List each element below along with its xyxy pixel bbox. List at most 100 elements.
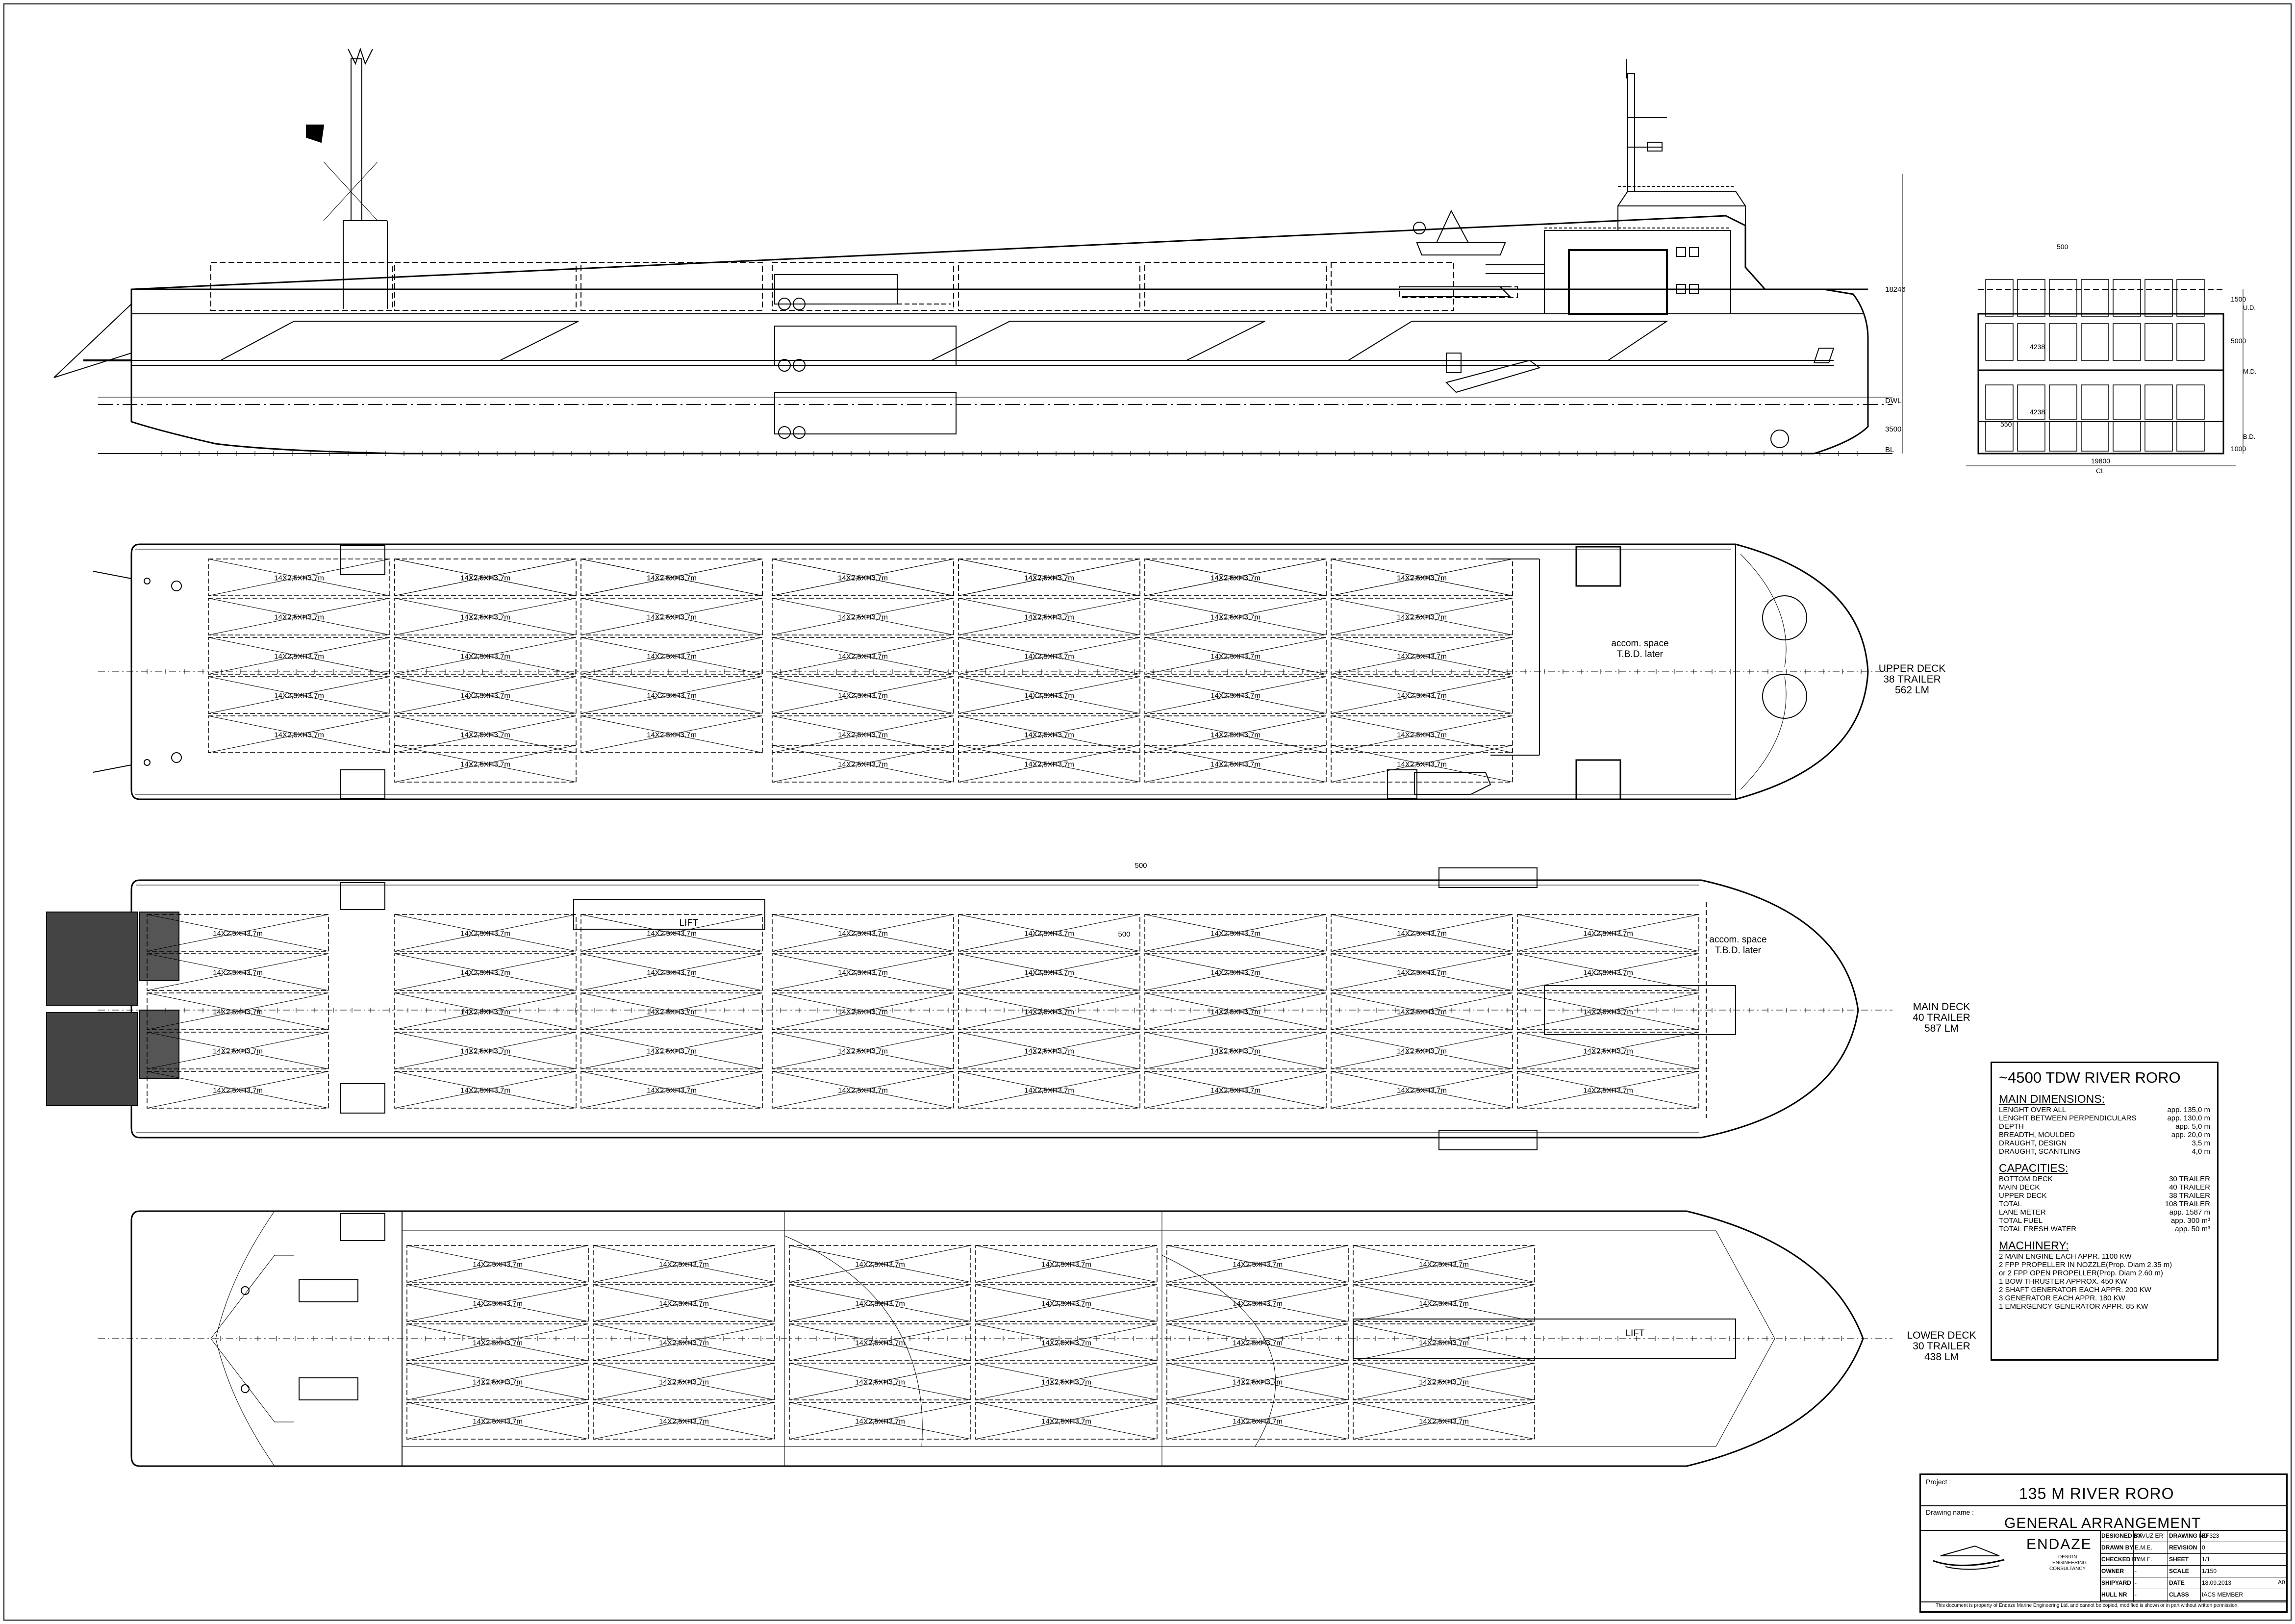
upper-deck-slot-label: 14X2,5XH3,7m	[647, 574, 697, 583]
main-deck-slot: 14X2,5XH3,7m	[772, 1032, 954, 1069]
upper-deck-slot: 14X2,5XH3,7m	[772, 715, 954, 753]
upper-deck-slot: 14X2,5XH3,7m	[394, 598, 577, 635]
lower-deck-slot: 14X2,5XH3,7m	[593, 1245, 775, 1283]
main-deck-slot-label: 14X2,5XH3,7m	[647, 1047, 697, 1056]
lower-deck-slot-label: 14X2,5XH3,7m	[659, 1378, 709, 1387]
title-block-cell: REVISION	[2169, 1544, 2197, 1551]
lower-deck-slot: 14X2,5XH3,7m	[1353, 1323, 1535, 1361]
upper-deck-bottom-slot: 14X2,5XH3,7m	[772, 745, 954, 783]
spec-title: ~4500 TDW RIVER RORO	[1999, 1069, 2181, 1086]
lower-deck-slot: 14X2,5XH3,7m	[406, 1284, 589, 1322]
lower-deck-slot: 14X2,5XH3,7m	[789, 1402, 971, 1440]
main-deck-slot-label: 14X2,5XH3,7m	[1397, 1047, 1447, 1056]
section-dim-beam: 19800	[2091, 457, 2110, 465]
main-deck-slot-label: 14X2,5XH3,7m	[1024, 1087, 1074, 1095]
main-deck-slot: 14X2,5XH3,7m	[772, 1071, 954, 1109]
main-deck-slot-label: 14X2,5XH3,7m	[1211, 969, 1261, 977]
main-deck-slot-label: 14X2,5XH3,7m	[213, 1008, 263, 1016]
main-deck-slot: 14X2,5XH3,7m	[394, 953, 577, 991]
main-deck-slot-label: 14X2,5XH3,7m	[460, 1008, 510, 1016]
lower-deck-slot: 14X2,5XH3,7m	[1166, 1284, 1349, 1322]
main-deck-plan: 14X2,5XH3,7m14X2,5XH3,7m14X2,5XH3,7m14X2…	[46, 862, 1970, 1150]
main-deck-slot-label: 14X2,5XH3,7m	[1211, 930, 1261, 938]
lower-deck-slot: 14X2,5XH3,7m	[593, 1402, 775, 1440]
main-deck-slot: 14X2,5XH3,7m	[1144, 1032, 1327, 1069]
lower-deck-slot-label: 14X2,5XH3,7m	[1233, 1378, 1283, 1387]
title-block: Project : 135 M RIVER RORO Drawing name …	[1919, 1473, 2288, 1613]
lower-deck-slot-label: 14X2,5XH3,7m	[855, 1378, 905, 1387]
title-block-cell: CLASS	[2169, 1591, 2189, 1598]
title-block-cell: -	[2135, 1579, 2137, 1586]
lower-deck-slot-label: 14X2,5XH3,7m	[473, 1339, 523, 1347]
upper-deck-top-slot-label: 14X2,5XH3,7m	[1211, 574, 1261, 583]
upper-deck-top-slot: 14X2,5XH3,7m	[1144, 558, 1327, 596]
main-deck-slot-label: 14X2,5XH3,7m	[1583, 1087, 1633, 1095]
upper-deck-slot-label: 14X2,5XH3,7m	[274, 692, 324, 700]
lower-deck-slot-label: 14X2,5XH3,7m	[659, 1261, 709, 1269]
main-deck-accom-2: T.B.D. later	[1715, 945, 1762, 956]
upper-deck-bottom-slot-label: 14X2,5XH3,7m	[1397, 761, 1447, 769]
main-deck-slot: 14X2,5XH3,7m	[772, 992, 954, 1030]
lower-deck-slot-label: 14X2,5XH3,7m	[855, 1418, 905, 1426]
lower-deck-slot: 14X2,5XH3,7m	[975, 1402, 1158, 1440]
lower-deck-slot: 14X2,5XH3,7m	[975, 1284, 1158, 1322]
main-deck-lm: 587 LM	[1924, 1023, 1959, 1034]
lower-deck-slot: 14X2,5XH3,7m	[1166, 1402, 1349, 1440]
upper-deck-slot: 14X2,5XH3,7m	[208, 598, 390, 635]
spec-row: 1 EMERGENCY GENERATOR APPR. 85 KW	[1999, 1302, 2148, 1311]
upper-deck-bottom-slot-label: 14X2,5XH3,7m	[1211, 761, 1261, 769]
hull-profile-outline	[130, 215, 1869, 455]
side-profile-view: 18246 3500 DWL BL	[53, 47, 1906, 456]
upper-deck-slot-label: 14X2,5XH3,7m	[1024, 653, 1074, 661]
main-deck-slot-label: 14X2,5XH3,7m	[647, 1087, 697, 1095]
upper-deck-plan: 14X2,5XH3,7m14X2,5XH3,7m14X2,5XH3,7m14X2…	[93, 543, 1945, 800]
main-deck-slot: 14X2,5XH3,7m	[394, 914, 577, 952]
upper-deck-slot-label: 14X2,5XH3,7m	[1397, 653, 1447, 661]
lower-deck-slot-label: 14X2,5XH3,7m	[1041, 1300, 1091, 1308]
main-deck-slot-label: 14X2,5XH3,7m	[1397, 1008, 1447, 1016]
main-deck-dim-2: 500	[1118, 930, 1130, 939]
main-deck-slot: 14X2,5XH3,7m	[1517, 992, 1699, 1030]
upper-deck-top-slot-label: 14X2,5XH3,7m	[1397, 574, 1447, 583]
upper-deck-top-slot: 14X2,5XH3,7m	[580, 558, 763, 596]
upper-deck-slot: 14X2,5XH3,7m	[580, 598, 763, 635]
main-deck-slot: 14X2,5XH3,7m	[147, 992, 329, 1030]
main-deck-slot: 14X2,5XH3,7m	[958, 953, 1140, 991]
section-dim-h2: 5000	[2231, 337, 2246, 345]
upper-deck-slot: 14X2,5XH3,7m	[208, 558, 390, 596]
lower-deck-slot: 14X2,5XH3,7m	[789, 1323, 971, 1361]
company-logo-icon	[1933, 1545, 2005, 1570]
upper-deck-slot-label: 14X2,5XH3,7m	[1397, 613, 1447, 622]
upper-deck-slot-label: 14X2,5XH3,7m	[838, 613, 888, 622]
upper-deck-slot-label: 14X2,5XH3,7m	[1024, 613, 1074, 622]
lower-deck-slot-label: 14X2,5XH3,7m	[659, 1418, 709, 1426]
upper-deck-slot: 14X2,5XH3,7m	[580, 637, 763, 675]
main-deck-slot-label: 14X2,5XH3,7m	[838, 1047, 888, 1056]
upper-deck-top-slot: 14X2,5XH3,7m	[1331, 558, 1513, 596]
main-deck-slot: 14X2,5XH3,7m	[580, 1032, 763, 1069]
main-deck-slot-label: 14X2,5XH3,7m	[1211, 1008, 1261, 1016]
upper-deck-slot-label: 14X2,5XH3,7m	[838, 692, 888, 700]
upper-deck-slot: 14X2,5XH3,7m	[1331, 598, 1513, 635]
title-block-cell: 18.09.2013	[2202, 1579, 2232, 1586]
title-block-cell: HULL NR	[2101, 1591, 2127, 1598]
upper-deck-slot: 14X2,5XH3,7m	[772, 598, 954, 635]
lower-deck-title: LOWER DECK	[1907, 1330, 1976, 1341]
spec-row: 3 GENERATOR EACH APPR. 180 KW	[1999, 1294, 2125, 1302]
lower-deck-slot-label: 14X2,5XH3,7m	[1233, 1339, 1283, 1347]
main-deck-slot: 14X2,5XH3,7m	[394, 1071, 577, 1109]
company-name: ENDAZE	[2026, 1536, 2092, 1552]
main-deck-slot-label: 14X2,5XH3,7m	[213, 969, 263, 977]
main-deck-slot-label: 14X2,5XH3,7m	[1583, 930, 1633, 938]
lower-deck-slot-label: 14X2,5XH3,7m	[659, 1339, 709, 1347]
lower-deck-outline	[130, 1210, 1864, 1467]
lower-deck-slot-label: 14X2,5XH3,7m	[855, 1339, 905, 1347]
main-deck-slot: 14X2,5XH3,7m	[580, 992, 763, 1030]
